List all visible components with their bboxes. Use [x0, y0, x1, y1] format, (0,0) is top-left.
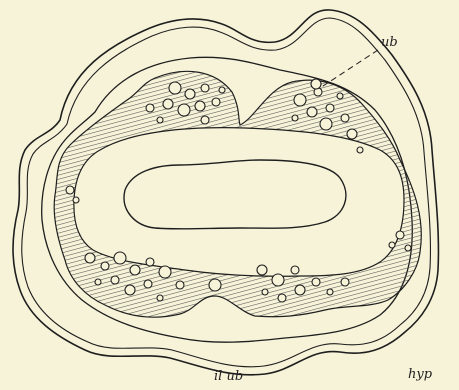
central-lumen: [124, 160, 346, 229]
label-il-ub: il ub: [214, 369, 243, 384]
label-hyp: hyp: [408, 367, 433, 382]
label-ub: ub: [381, 35, 398, 50]
